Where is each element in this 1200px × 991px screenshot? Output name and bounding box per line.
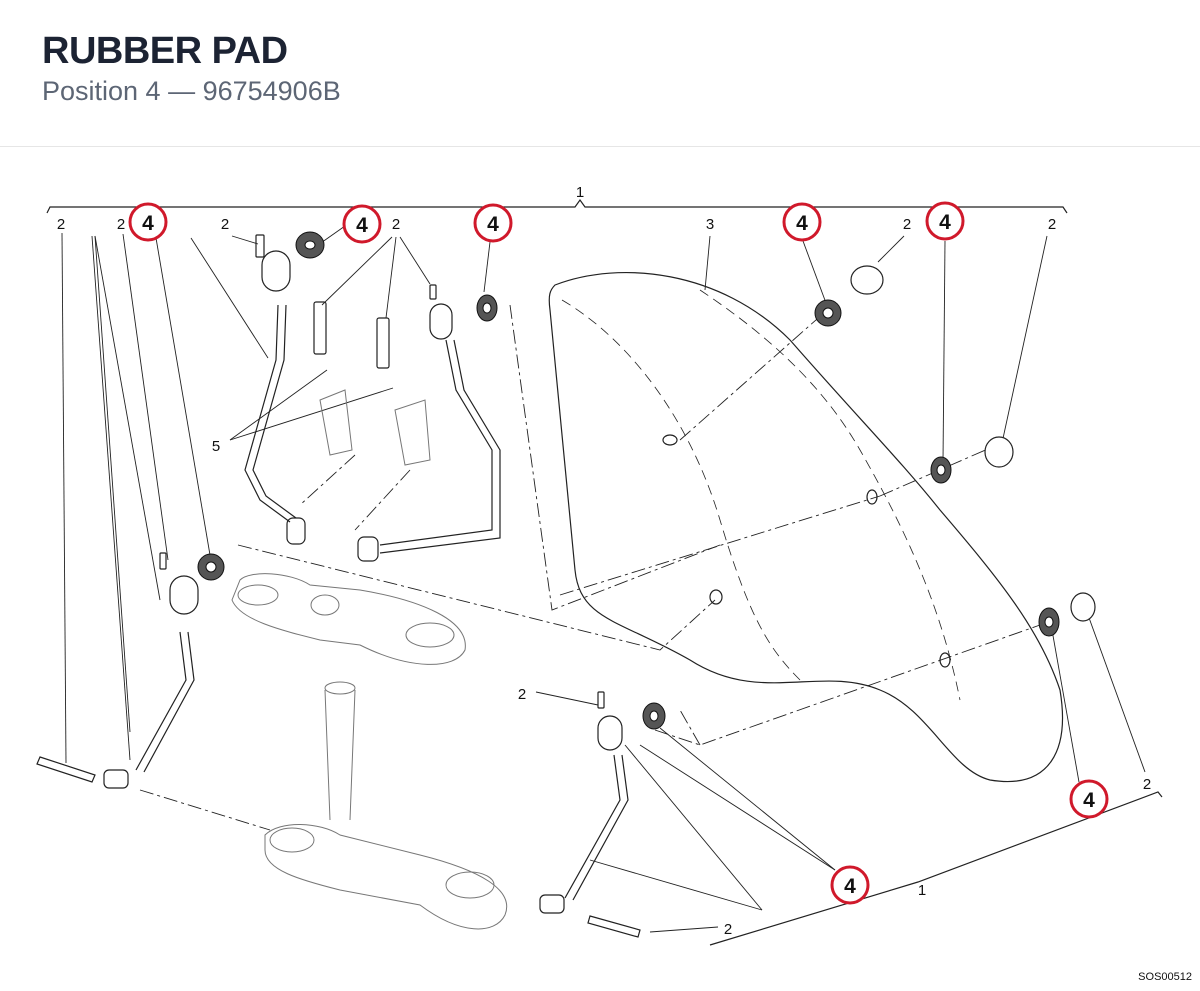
- label-2: 2: [57, 216, 65, 233]
- callout-position-4[interactable]: 4: [128, 202, 168, 242]
- label-2: 2: [221, 216, 229, 233]
- label-5: 5: [212, 438, 220, 455]
- callout-position-4[interactable]: 4: [473, 203, 513, 243]
- svg-text:4: 4: [844, 875, 856, 898]
- svg-text:4: 4: [939, 211, 951, 234]
- rubber-pad-washers: [197, 231, 1060, 730]
- label-2: 2: [117, 216, 125, 233]
- svg-text:4: 4: [356, 214, 368, 237]
- svg-text:4: 4: [1083, 789, 1095, 812]
- svg-text:4: 4: [487, 213, 499, 236]
- header: RUBBER PAD Position 4 — 96754906B: [0, 0, 1200, 147]
- label-2: 2: [724, 921, 732, 938]
- callout-position-4[interactable]: 4: [342, 204, 382, 244]
- svg-text:4: 4: [142, 212, 154, 235]
- label-2: 2: [1048, 216, 1056, 233]
- bottom-bracket-line: [709, 791, 1163, 946]
- callout-position-4[interactable]: 4: [782, 202, 822, 242]
- page-title: RUBBER PAD: [42, 30, 288, 72]
- label-2: 2: [903, 216, 911, 233]
- label-3: 3: [706, 216, 714, 233]
- callout-position-4[interactable]: 4: [1069, 779, 1109, 819]
- page-subtitle: Position 4 — 96754906B: [42, 76, 341, 106]
- label-1-top: 1: [576, 184, 584, 201]
- windshield: [548, 272, 1064, 783]
- top-bracket-line: [46, 198, 1068, 214]
- label-2: 2: [518, 686, 526, 703]
- callout-position-4[interactable]: 4: [830, 865, 870, 905]
- callout-position-4[interactable]: 4: [925, 201, 965, 241]
- label-2: 2: [392, 216, 400, 233]
- label-2: 2: [1143, 776, 1151, 793]
- label-1-bottom: 1: [918, 882, 926, 899]
- svg-text:4: 4: [796, 212, 808, 235]
- diagram-code: SOS00512: [1138, 971, 1192, 983]
